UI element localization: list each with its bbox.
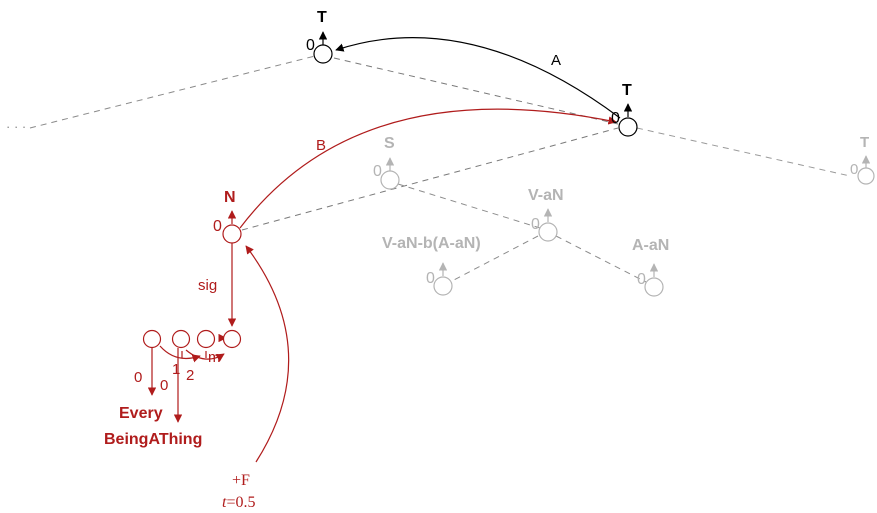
node-v-an-b[interactable]: V-aN-b(A-aN) 0 [382, 235, 481, 296]
chain-node-4[interactable] [222, 329, 242, 349]
node-t2-circle [618, 117, 638, 137]
feature-label: +F [232, 472, 250, 489]
node-n[interactable]: N 0 [213, 189, 242, 244]
node-a-an-index: 0 [637, 271, 646, 288]
node-v-an-b-category: V-aN-b(A-aN) [382, 235, 481, 252]
feature-t-value: t=0.5 [222, 494, 255, 511]
node-t2[interactable]: T 0 [611, 82, 638, 137]
chain-out-1-index: 0 [160, 377, 168, 394]
node-root-index: 0 [306, 37, 315, 54]
edge-a-label: A [551, 52, 561, 69]
edge-vaN-aaN [555, 235, 647, 283]
node-t2-category: T [622, 82, 632, 99]
node-a-an-category: A-aN [632, 237, 669, 254]
node-v-an-b-circle [433, 276, 453, 296]
chain-label-m: m [208, 349, 221, 366]
node-s[interactable]: S 0 [373, 135, 400, 190]
edge-t2-t3 [636, 127, 851, 177]
node-t3[interactable]: T 0 [850, 134, 875, 185]
node-v-an-category: V-aN [528, 187, 564, 204]
node-a-an-circle [644, 277, 664, 297]
chain-label-1: 1 [172, 361, 180, 378]
edge-b-label: B [316, 137, 326, 154]
chain-out-0-index: 0 [134, 369, 142, 386]
node-t3-circle [857, 167, 875, 185]
edge-a-curve [335, 36, 621, 119]
ellipsis-text: · · · [6, 119, 26, 134]
node-n-category: N [224, 189, 236, 206]
node-t3-category: T [860, 134, 869, 151]
node-root-category: T [317, 9, 327, 26]
feature-t-symbol: t [222, 494, 227, 511]
node-root-circle [313, 44, 333, 64]
edge-feature-curve [245, 245, 290, 463]
node-n-circle [222, 224, 242, 244]
chain-nodes [142, 329, 242, 349]
node-root[interactable]: T 0 [306, 9, 333, 64]
node-a-an[interactable]: A-aN 0 [632, 237, 669, 297]
node-v-an[interactable]: V-aN 0 [528, 187, 564, 242]
edge-b-curve [239, 108, 617, 229]
node-t2-index: 0 [611, 110, 620, 127]
chain-node-3[interactable] [196, 329, 216, 349]
node-v-an-circle [538, 222, 558, 242]
edge-vaN-vaNb [449, 235, 539, 283]
node-t3-index: 0 [850, 161, 858, 178]
node-v-an-index: 0 [531, 216, 540, 233]
node-v-an-b-index: 0 [426, 270, 435, 287]
chain-out-1-term: BeingAThing [104, 431, 202, 448]
chain-link-2 [185, 349, 225, 362]
edge-t2-n [241, 127, 619, 231]
feature-t-number: =0.5 [226, 494, 255, 511]
edge-sig-label: sig [198, 277, 217, 294]
chain-node-1[interactable] [142, 329, 162, 349]
node-s-index: 0 [373, 163, 382, 180]
edge-ellipsis-root [29, 55, 316, 129]
node-s-category: S [384, 135, 395, 152]
chain-label-2: 2 [186, 367, 194, 384]
node-s-circle [380, 170, 400, 190]
chain-out-0-term: Every [119, 405, 163, 422]
edge-root-t2 [333, 57, 619, 125]
tree-edges [29, 55, 851, 283]
edge-s-vaN [397, 183, 541, 229]
node-n-index: 0 [213, 218, 222, 235]
chain-node-2[interactable] [171, 329, 191, 349]
